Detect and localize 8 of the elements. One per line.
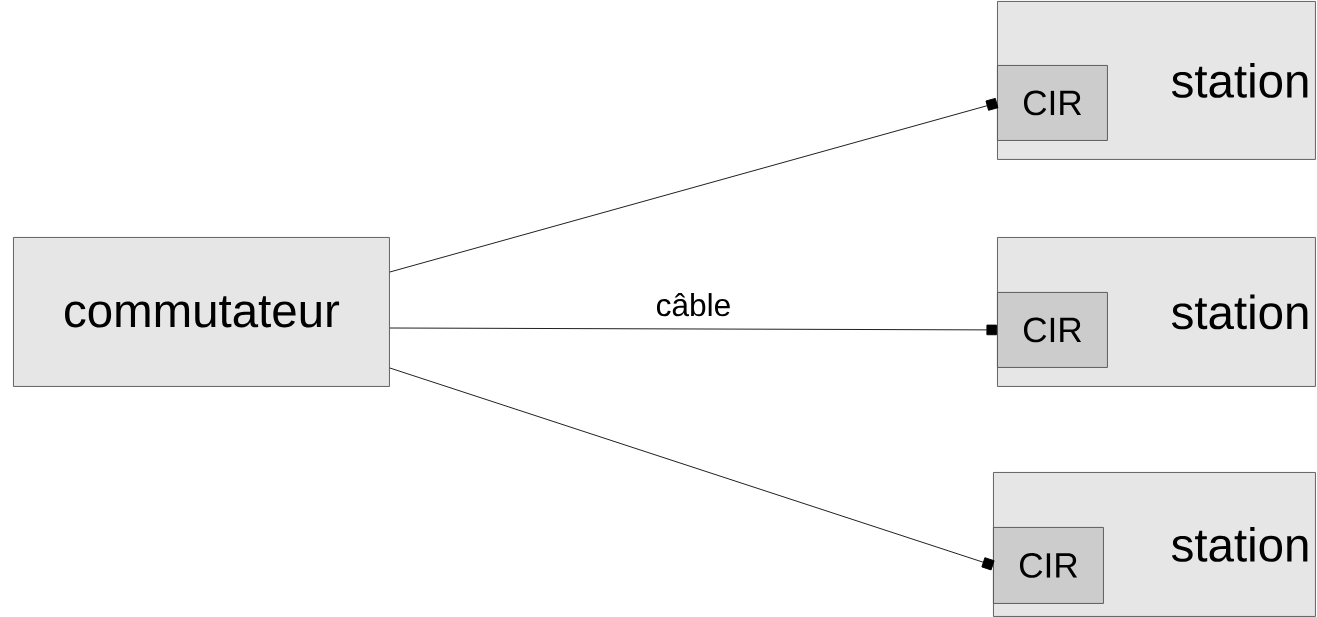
switch-box: commutateur (13, 237, 390, 387)
edge-label: câble (653, 291, 733, 319)
cable-line (389, 324, 998, 336)
interface-box: CIR (997, 65, 1108, 141)
interface-box: CIR (997, 292, 1108, 368)
interface-box: CIR (993, 527, 1104, 604)
cable-line (389, 367, 995, 571)
cable-line (389, 97, 999, 273)
